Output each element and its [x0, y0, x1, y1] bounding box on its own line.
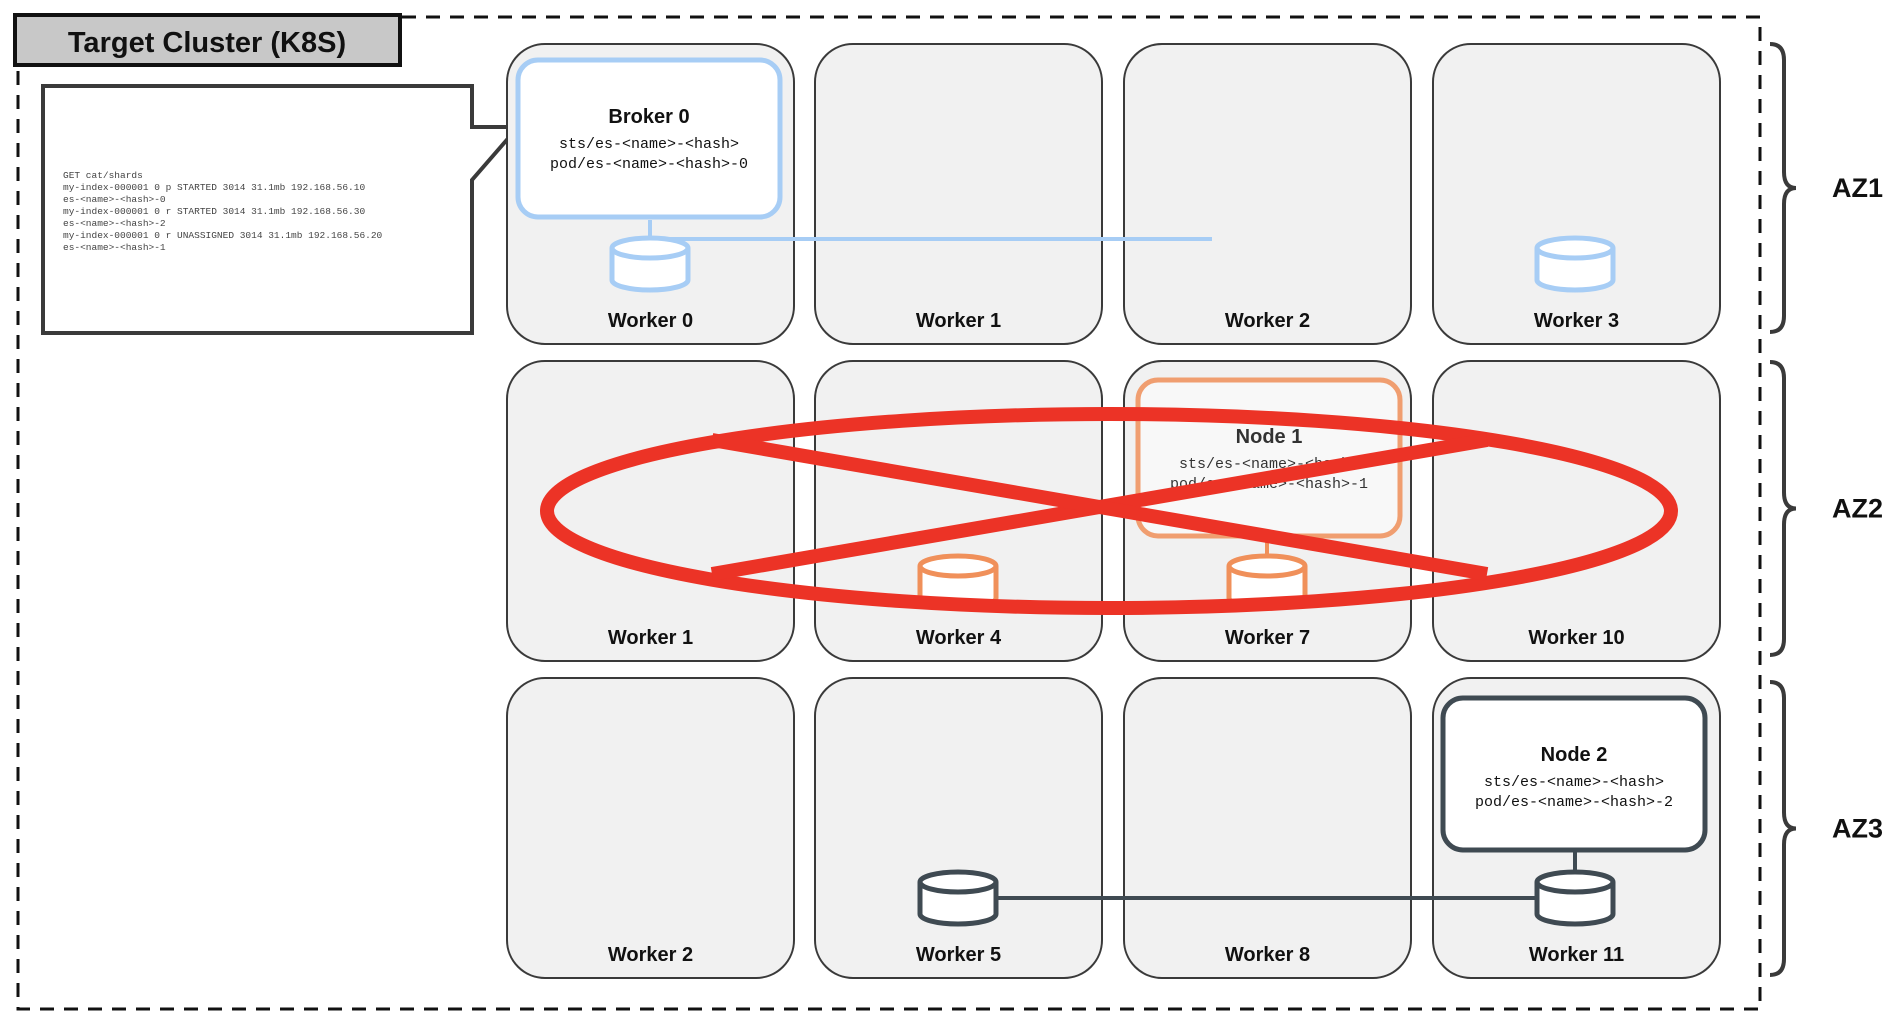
worker-label: Worker 2 [1225, 310, 1310, 332]
worker-label: Worker 2 [608, 944, 693, 966]
pod-box-0: Broker 0 sts/es-<name>-<hash> pod/es-<name… [515, 57, 783, 220]
worker-card: Worker 2 [506, 677, 795, 979]
worker-node [814, 677, 1103, 979]
worker-label: Worker 11 [1529, 944, 1624, 966]
failure-ellipse [540, 407, 1678, 615]
disk-icon [609, 235, 691, 293]
pod-name: pod/es-<name>-<hash>-2 [1475, 794, 1673, 811]
worker-label: Worker 10 [1528, 627, 1624, 649]
worker-label: Worker 1 [608, 627, 693, 649]
worker-node [506, 677, 795, 979]
callout-line: my-index-000001 0 r STARTED 3014 31.1mb … [63, 206, 365, 217]
worker-card: Worker 8 [1123, 677, 1412, 979]
worker-card: Worker 1 [814, 43, 1103, 345]
pod-frame [515, 57, 783, 220]
worker-card: Worker 4 [814, 360, 1103, 662]
worker-card: Worker 3 [1432, 43, 1721, 345]
az2-failure-mark [540, 407, 1678, 615]
worker-label: Worker 8 [1225, 944, 1310, 966]
callout-line: es-<name>-<hash>-0 [63, 194, 166, 205]
worker-label: Worker 3 [1534, 310, 1619, 332]
worker-node [1123, 677, 1412, 979]
pod-title: Broker 0 [608, 106, 689, 128]
callout-line: GET cat/shards [63, 170, 143, 181]
az-label: AZ1 [1832, 173, 1883, 203]
callout-line: my-index-000001 0 r UNASSIGNED 3014 31.1… [63, 230, 383, 241]
disk-icon [1534, 869, 1616, 927]
pod-sts: sts/es-<name>-<hash> [1484, 774, 1664, 791]
pod-title: Node 2 [1541, 744, 1608, 766]
worker-label: Worker 5 [916, 944, 1001, 966]
pod-title: Node 1 [1236, 426, 1303, 448]
worker-label: Worker 7 [1225, 627, 1310, 649]
disk-icon [1534, 235, 1616, 293]
az-brace [1769, 42, 1797, 334]
cluster-boundary [16, 15, 1762, 1011]
failure-cross-2 [710, 433, 1489, 581]
worker-node [1432, 43, 1721, 345]
cluster-title: Target Cluster (K8S) [68, 27, 346, 59]
callout-line: my-index-000001 0 p STARTED 3014 31.1mb … [63, 182, 365, 193]
worker-label: Worker 0 [608, 310, 693, 332]
az-brace [1769, 680, 1797, 977]
callout-bubble [41, 84, 523, 335]
pod-box-2: Node 2 sts/es-<name>-<hash> pod/es-<name>-… [1440, 695, 1708, 853]
worker-node [1123, 43, 1412, 345]
pod-name: pod/es-<name>-<hash>-0 [550, 156, 748, 173]
worker-node [814, 43, 1103, 345]
disk-icon [917, 869, 999, 927]
worker-card: Worker 2 [1123, 43, 1412, 345]
az-label: AZ3 [1832, 814, 1883, 844]
worker-card: Worker 5 [814, 677, 1103, 979]
pod-sts: sts/es-<name>-<hash> [559, 136, 739, 153]
az-brace [1769, 360, 1797, 657]
worker-label: Worker 1 [916, 310, 1001, 332]
cluster-title-box: Target Cluster (K8S) [13, 13, 402, 67]
callout-line: es-<name>-<hash>-2 [63, 218, 166, 229]
az-label: AZ2 [1832, 494, 1883, 524]
worker-label: Worker 4 [916, 627, 1002, 649]
pod-frame [1440, 695, 1708, 853]
callout-line: es-<name>-<hash>-1 [63, 242, 166, 253]
